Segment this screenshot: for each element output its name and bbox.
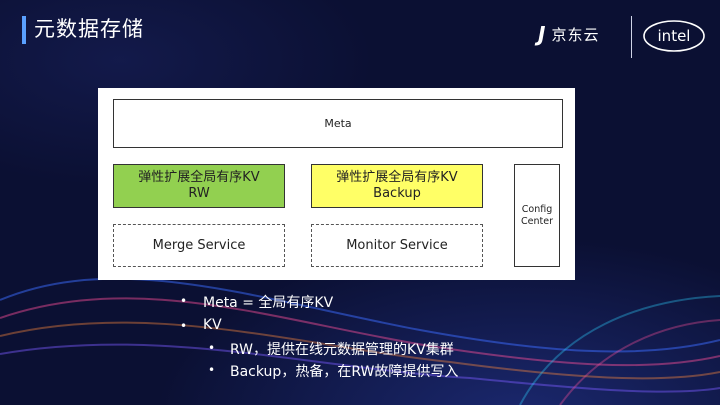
sub-bullet-dot: • — [208, 363, 216, 377]
bullet-item-meta: Meta = 全局有序KV — [203, 295, 334, 311]
sub-bullet-rw: RW，提供在线元数据管理的KV集群 — [230, 342, 454, 358]
kv-backup-line1: 弹性扩展全局有序KV — [336, 170, 458, 185]
kv-rw-line1: 弹性扩展全局有序KV — [138, 170, 260, 185]
sub-bullet-dot: • — [208, 341, 216, 355]
bullet-dot: • — [180, 294, 188, 308]
kv-rw-box: 弹性扩展全局有序KV RW — [113, 164, 285, 208]
jd-logo-text: 京东云 — [551, 25, 600, 44]
merge-service-box: Merge Service — [113, 224, 285, 267]
kv-backup-box: 弹性扩展全局有序KV Backup — [311, 164, 483, 208]
logo-divider — [631, 16, 632, 58]
architecture-diagram: Meta 弹性扩展全局有序KV RW 弹性扩展全局有序KV Backup Mer… — [98, 88, 575, 280]
page-title: 元数据存储 — [34, 17, 144, 41]
jd-cloud-logo: J 京东云 — [538, 22, 599, 46]
jd-logo-mark: J — [538, 22, 546, 46]
monitor-service-label: Monitor Service — [346, 238, 448, 253]
merge-service-label: Merge Service — [152, 238, 246, 253]
kv-rw-line2: RW — [188, 186, 210, 201]
bullet-dot: • — [180, 319, 188, 333]
meta-label: Meta — [324, 117, 352, 130]
monitor-service-box: Monitor Service — [311, 224, 483, 267]
config-center-box: Config Center — [514, 164, 560, 267]
meta-box: Meta — [113, 99, 563, 148]
sub-bullet-backup: Backup，热备，在RW故障提供写入 — [230, 364, 459, 380]
intel-logo: intel — [643, 20, 705, 52]
bullet-item-kv: KV — [203, 317, 222, 333]
intel-logo-text: intel — [658, 27, 691, 45]
title-accent-bar — [22, 16, 26, 44]
kv-backup-line2: Backup — [373, 186, 421, 201]
config-center-label: Config Center — [521, 203, 553, 227]
